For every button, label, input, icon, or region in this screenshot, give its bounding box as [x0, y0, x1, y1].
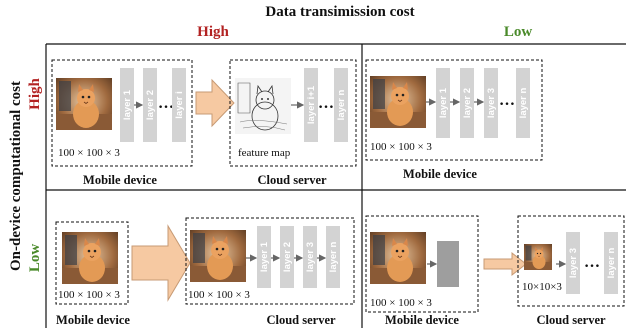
mobile-device-box: [365, 59, 543, 161]
layer-label: layer 1: [259, 241, 270, 272]
layer-bar: [604, 232, 618, 294]
layer-label: layer 3: [486, 88, 497, 118]
cloud-server-box: [229, 59, 357, 167]
layer-label: layer i+1: [306, 85, 317, 124]
small-cat-image: [523, 243, 553, 271]
mobile-device-caption: Mobile device: [385, 313, 459, 327]
side-title: On-device computational cost: [8, 81, 24, 271]
header-low-label: Low: [504, 24, 533, 40]
layer-bar: [280, 226, 294, 288]
ellipsis: …: [318, 95, 334, 112]
layer-bar: [120, 68, 134, 142]
layer-label: layer 3: [568, 248, 579, 278]
feature-map-image: [234, 77, 292, 135]
panel-top-left: 100 × 100 × 3 layer 1 layer 2 … layer i …: [51, 59, 357, 187]
cat-image: [189, 229, 247, 283]
ellipsis: …: [158, 95, 174, 112]
cloud-server-caption: Cloud server: [266, 313, 336, 327]
feature-map-label: feature map: [238, 147, 291, 159]
header-high-label: High: [197, 24, 229, 40]
ellipsis: …: [584, 254, 600, 271]
big-transfer-arrow: [131, 224, 191, 302]
layer-bar: [172, 68, 186, 142]
cat-image: [369, 75, 427, 129]
input-dim-label: 100 × 100 × 3: [370, 141, 432, 153]
ellipsis: …: [499, 92, 515, 109]
cloud-server-caption: Cloud server: [536, 313, 606, 327]
mobile-device-caption: Mobile device: [56, 313, 130, 327]
panel-bottom-left: 100 × 100 × 3 100 × 100 × 3 layer 1 laye…: [55, 217, 355, 327]
side-low-label: Low: [27, 244, 43, 273]
layer-label: layer 2: [145, 90, 156, 120]
layer-label: layer 3: [305, 242, 316, 272]
cloud-server-caption: Cloud server: [257, 173, 327, 187]
layer-bar: [334, 68, 348, 142]
layer-label: layer n: [336, 89, 347, 120]
layer-bar: [143, 68, 157, 142]
layer-bar: [304, 68, 318, 142]
layer-label: layer 1: [122, 89, 133, 120]
panel-top-right: 100 × 100 × 3 layer 1 layer 2 layer 3 … …: [365, 59, 543, 181]
mobile-device-caption: Mobile device: [83, 173, 157, 187]
mobile-device-box: [55, 221, 129, 305]
mobile-device-box: [365, 215, 479, 313]
layer-bar: [257, 226, 271, 288]
panel-bottom-right: 100 × 100 × 3 10×10×3 layer 3 … layer n …: [365, 215, 625, 327]
layer-bar: [484, 68, 498, 138]
small-transfer-arrow: [483, 251, 527, 277]
layer-bar: [516, 68, 530, 138]
input-dim-label: 100 × 100 × 3: [58, 147, 120, 159]
cloud-server-box: [517, 215, 625, 307]
small-dim-label: 10×10×3: [522, 281, 562, 293]
input-dim-label: 100 × 100 × 3: [370, 297, 432, 309]
layer-label: layer 2: [282, 242, 293, 272]
layer-bar: [566, 232, 580, 294]
side-high-label: High: [27, 78, 43, 110]
layer-label: layer n: [328, 241, 339, 272]
input-dim-label: 100 × 100 × 3: [58, 289, 120, 301]
layer-bar: [326, 226, 340, 288]
mobile-device-box: [51, 59, 193, 167]
layer-bar: [460, 68, 474, 138]
input-dim-label: 100 × 100 × 3: [188, 289, 250, 301]
cat-image: [369, 231, 427, 285]
layer-label: layer i: [174, 91, 185, 118]
cat-image: [55, 77, 113, 131]
downsample-block: [437, 241, 459, 287]
cloud-server-box: [185, 217, 355, 305]
cat-image: [61, 231, 119, 285]
layer-label: layer n: [518, 87, 529, 118]
big-transfer-arrow: [195, 78, 235, 128]
header-title: Data transimission cost: [265, 4, 414, 20]
mobile-device-caption: Mobile device: [403, 167, 477, 181]
layer-label: layer 1: [438, 87, 449, 118]
layer-bar: [436, 68, 450, 138]
layer-bar: [303, 226, 317, 288]
layer-label: layer n: [606, 247, 617, 278]
layer-label: layer 2: [462, 88, 473, 118]
grid-lines: [45, 43, 626, 328]
